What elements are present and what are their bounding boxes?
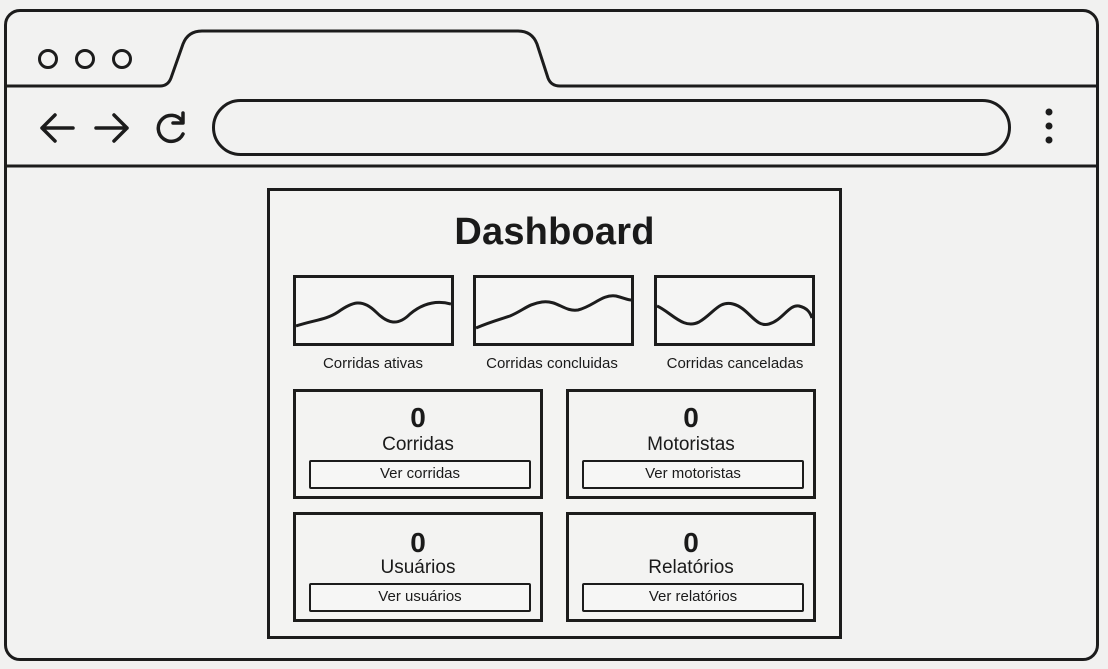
reload-icon[interactable] [150,109,190,147]
stat-value: 0 [410,402,426,433]
stat-label: Corridas [382,434,454,455]
ver-relatorios-button[interactable]: Ver relatórios [582,583,804,612]
sparkline-graph [657,301,812,326]
kebab-menu-icon[interactable] [1040,106,1058,148]
sparkline-graph [476,294,631,330]
stat-label: Motoristas [647,434,735,455]
stat-label: Relatórios [648,557,734,578]
stat-label: Usuários [380,557,456,578]
ver-usuarios-button[interactable]: Ver usuários [309,583,531,612]
stat-card-relatorios: 0 Relatórios Ver relatórios [566,512,816,622]
window-maximize-dot[interactable] [112,49,132,69]
sparkline-chart-ativas [293,275,454,346]
sparkline-label-ativas: Corridas ativas [322,355,424,372]
sparkline-graph [296,300,451,328]
stat-card-corridas: 0 Corridas Ver corridas [293,389,543,499]
back-icon[interactable] [37,110,77,146]
sparkline-chart-canceladas [654,275,815,346]
stat-value: 0 [683,402,699,433]
ver-corridas-button[interactable]: Ver corridas [309,460,531,489]
sparkline-label-canceladas: Corridas canceladas [666,355,804,372]
window-close-dot[interactable] [38,49,58,69]
active-tab[interactable] [6,29,1097,88]
stat-value: 0 [410,527,426,558]
stat-card-motoristas: 0 Motoristas Ver motoristas [566,389,816,499]
sparkline-chart-concluidas [473,275,634,346]
stat-value: 0 [683,527,699,558]
stat-card-usuarios: 0 Usuários Ver usuários [293,512,543,622]
window-minimize-dot[interactable] [75,49,95,69]
sparkline-label-concluidas: Corridas concluidas [486,355,618,372]
ver-motoristas-button[interactable]: Ver motoristas [582,460,804,489]
forward-icon[interactable] [92,110,132,146]
address-bar[interactable] [212,99,1011,156]
page-title: Dashboard [454,211,655,253]
